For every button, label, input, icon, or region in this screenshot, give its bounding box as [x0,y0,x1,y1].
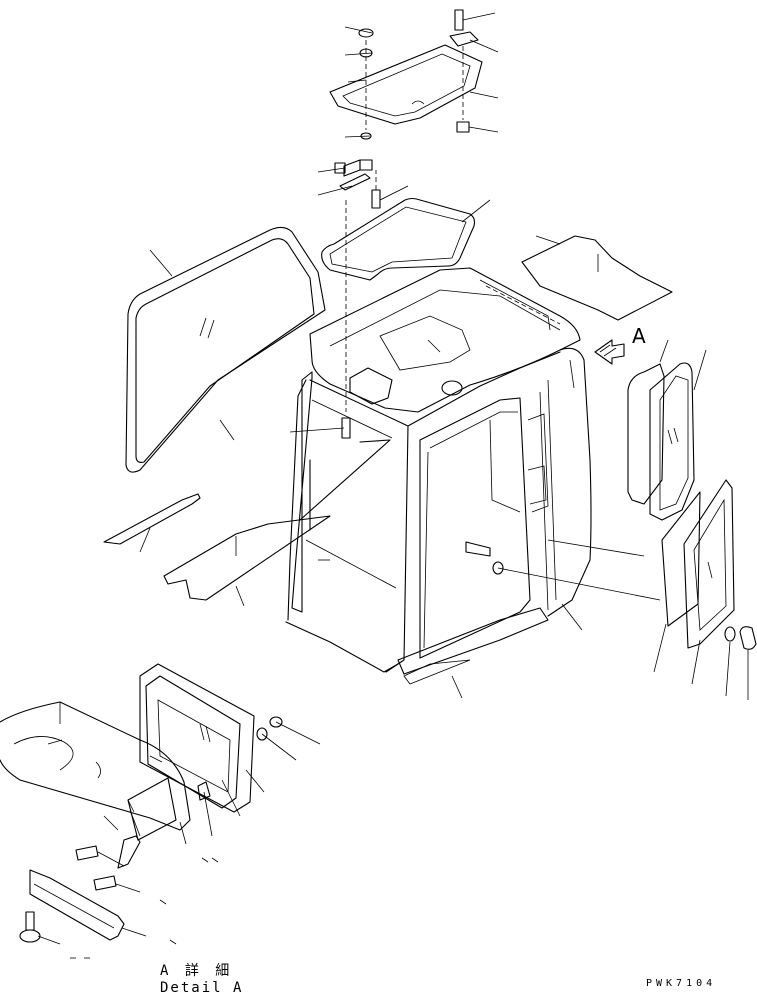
rear-roof-plate [521,235,673,321]
rear-lower-window [653,479,757,700]
cab-frame [285,200,592,685]
drawing-code: PWK7104 [646,978,717,989]
roof-window-gasket [321,197,491,281]
view-marker-label: A [632,324,646,348]
view-arrow [594,339,625,365]
floor-plates [103,493,331,607]
roof-hatch-assembly [329,9,483,209]
leader-lines-detail [37,721,321,959]
left-side-window [125,226,326,473]
detail-title-en: Detail A [160,980,244,996]
leader-lines-top [317,12,499,201]
detail-a-assembly [0,663,283,943]
leader-lines-main [289,339,661,699]
detail-title-jp: A 詳 細 [160,963,234,979]
rear-upper-window [627,339,707,521]
